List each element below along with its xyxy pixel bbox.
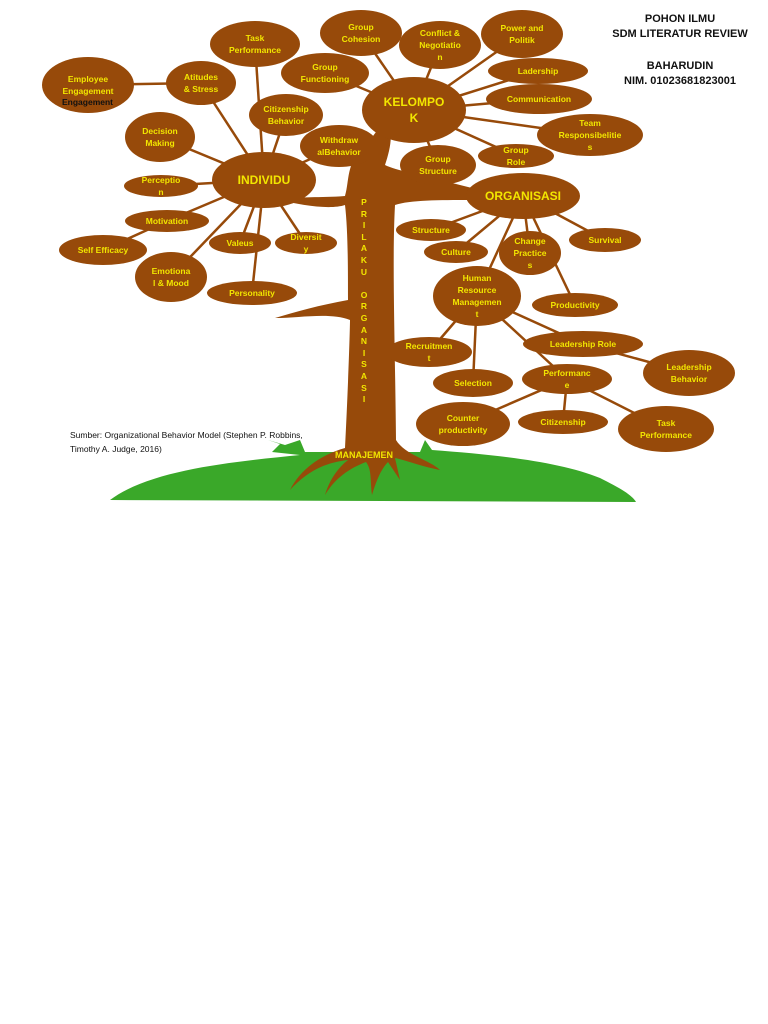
node-leadership-role (523, 331, 643, 357)
title-line2: SDM LITERATUR REVIEW (612, 28, 748, 40)
node-survival (569, 228, 641, 252)
author-nim: NIM. 01023681823001 (624, 75, 736, 87)
node-motivation (125, 210, 209, 232)
node-label-conflict-negotiation: Conflict & Negotiatio n (419, 28, 461, 62)
overflow-text: Engagement (62, 97, 114, 107)
tree-trunk (275, 120, 480, 495)
node-label-productivity: Productivity (550, 300, 600, 310)
node-task-performance-org (618, 406, 714, 452)
node-label-withdrawal-behavior: Withdraw alBehavior (317, 135, 361, 157)
node-label-employee-engagement: Employee Engagement (62, 74, 114, 96)
node-label-decision-making: Decision Making (142, 126, 178, 148)
node-selection (433, 369, 513, 397)
node-atitudes-stress (166, 61, 236, 105)
node-citizenship (518, 410, 608, 434)
node-label-kelompok: KELOMPO K (383, 95, 445, 125)
node-label-survival: Survival (588, 235, 622, 245)
node-recruitment (386, 337, 472, 367)
node-label-task-performance-org: Task Performance (640, 418, 692, 440)
node-team-responsibilities (537, 114, 643, 156)
node-label-team-responsibilities: Team Responsibelitie s (558, 118, 622, 152)
node-label-structure: Structure (412, 225, 450, 235)
node-label-group-cohesion: Group Cohesion (341, 22, 381, 44)
source-citation: Sumber: Organizational Behavior Model (S… (70, 428, 303, 456)
node-group-functioning (281, 53, 369, 93)
node-diversity (275, 232, 337, 254)
node-label-leadership-role: Leadership Role (549, 339, 617, 349)
node-label-task-performance-ind: Task Performance (229, 33, 281, 55)
source-line2: Timothy A. Judge, 2016) (70, 444, 162, 454)
node-label-perception: Perceptio n (141, 175, 181, 197)
node-communication (486, 84, 592, 114)
node-label-diversity: Diversit y (290, 232, 322, 254)
node-label-motivation: Motivation (145, 216, 189, 226)
node-ladership (488, 58, 588, 84)
node-label-recruitment: Recruitmen t (405, 341, 453, 363)
node-personality (207, 281, 297, 305)
node-citizenship-behavior (249, 94, 323, 136)
node-label-citizenship: Citizenship (540, 417, 586, 427)
node-label-emotional-mood: Emotiona l & Mood (151, 266, 191, 288)
node-withdrawal-behavior (300, 125, 378, 167)
node-productivity (532, 293, 618, 317)
node-perception (124, 175, 198, 197)
node-counter-productivity (416, 402, 510, 446)
node-label-group-role: Group Role (503, 145, 529, 167)
node-label-counter-productivity: Counter productivity (438, 413, 488, 435)
node-label-self-efficacy: Self Efficacy (77, 245, 129, 255)
node-label-selection: Selection (454, 378, 492, 388)
node-hrm (433, 266, 521, 326)
node-group-role (478, 144, 554, 168)
source-line1: Sumber: Organizational Behavior Model (S… (70, 430, 303, 440)
node-label-organisasi: ORGANISASI (484, 189, 561, 203)
node-self-efficacy (59, 235, 147, 265)
node-conflict-negotiation (399, 21, 481, 69)
node-label-ladership: Ladership (517, 66, 559, 76)
title-line1: POHON ILMU (644, 13, 716, 25)
node-label-individu: INDIVIDU (237, 173, 291, 187)
node-label-performance: Performanc e (543, 368, 591, 390)
node-organisasi (466, 173, 580, 219)
node-decision-making (125, 112, 195, 162)
node-label-valeus: Valeus (226, 238, 254, 248)
node-label-leadership-behavior: Leadership Behavior (666, 362, 712, 384)
node-power-politik (481, 10, 563, 58)
node-group-cohesion (320, 10, 402, 56)
node-label-atitudes-stress: Atitudes & Stress (183, 72, 219, 94)
node-label-group-structure: Group Structure (419, 154, 457, 176)
node-culture (424, 241, 488, 263)
node-structure (396, 219, 466, 241)
node-emotional-mood (135, 252, 207, 302)
node-change-practices (499, 231, 561, 275)
node-valeus (209, 232, 271, 254)
node-label-citizenship-behavior: Citizenship Behavior (263, 104, 309, 126)
node-label-group-functioning: Group Functioning (300, 62, 350, 84)
author-name: BAHARUDIN (646, 60, 714, 72)
node-individu (212, 152, 316, 208)
node-group-structure (400, 145, 476, 185)
node-kelompok (362, 77, 466, 143)
root-label: MANAJEMEN (335, 450, 394, 460)
node-employee-engagement (42, 57, 134, 113)
node-label-communication: Communication (506, 94, 572, 104)
node-label-culture: Culture (441, 247, 471, 257)
node-task-performance-ind (210, 21, 300, 67)
node-label-power-politik: Power and Politik (500, 23, 544, 45)
node-label-hrm: Human Resource Managemen t (452, 273, 502, 319)
node-label-personality: Personality (229, 288, 275, 298)
node-leadership-behavior (643, 350, 735, 396)
trunk-vertical-label: P R I L A K U O R G A N I S A S I (360, 197, 368, 405)
node-label-change-practices: Change Practice s (513, 236, 547, 270)
node-performance (522, 364, 612, 394)
